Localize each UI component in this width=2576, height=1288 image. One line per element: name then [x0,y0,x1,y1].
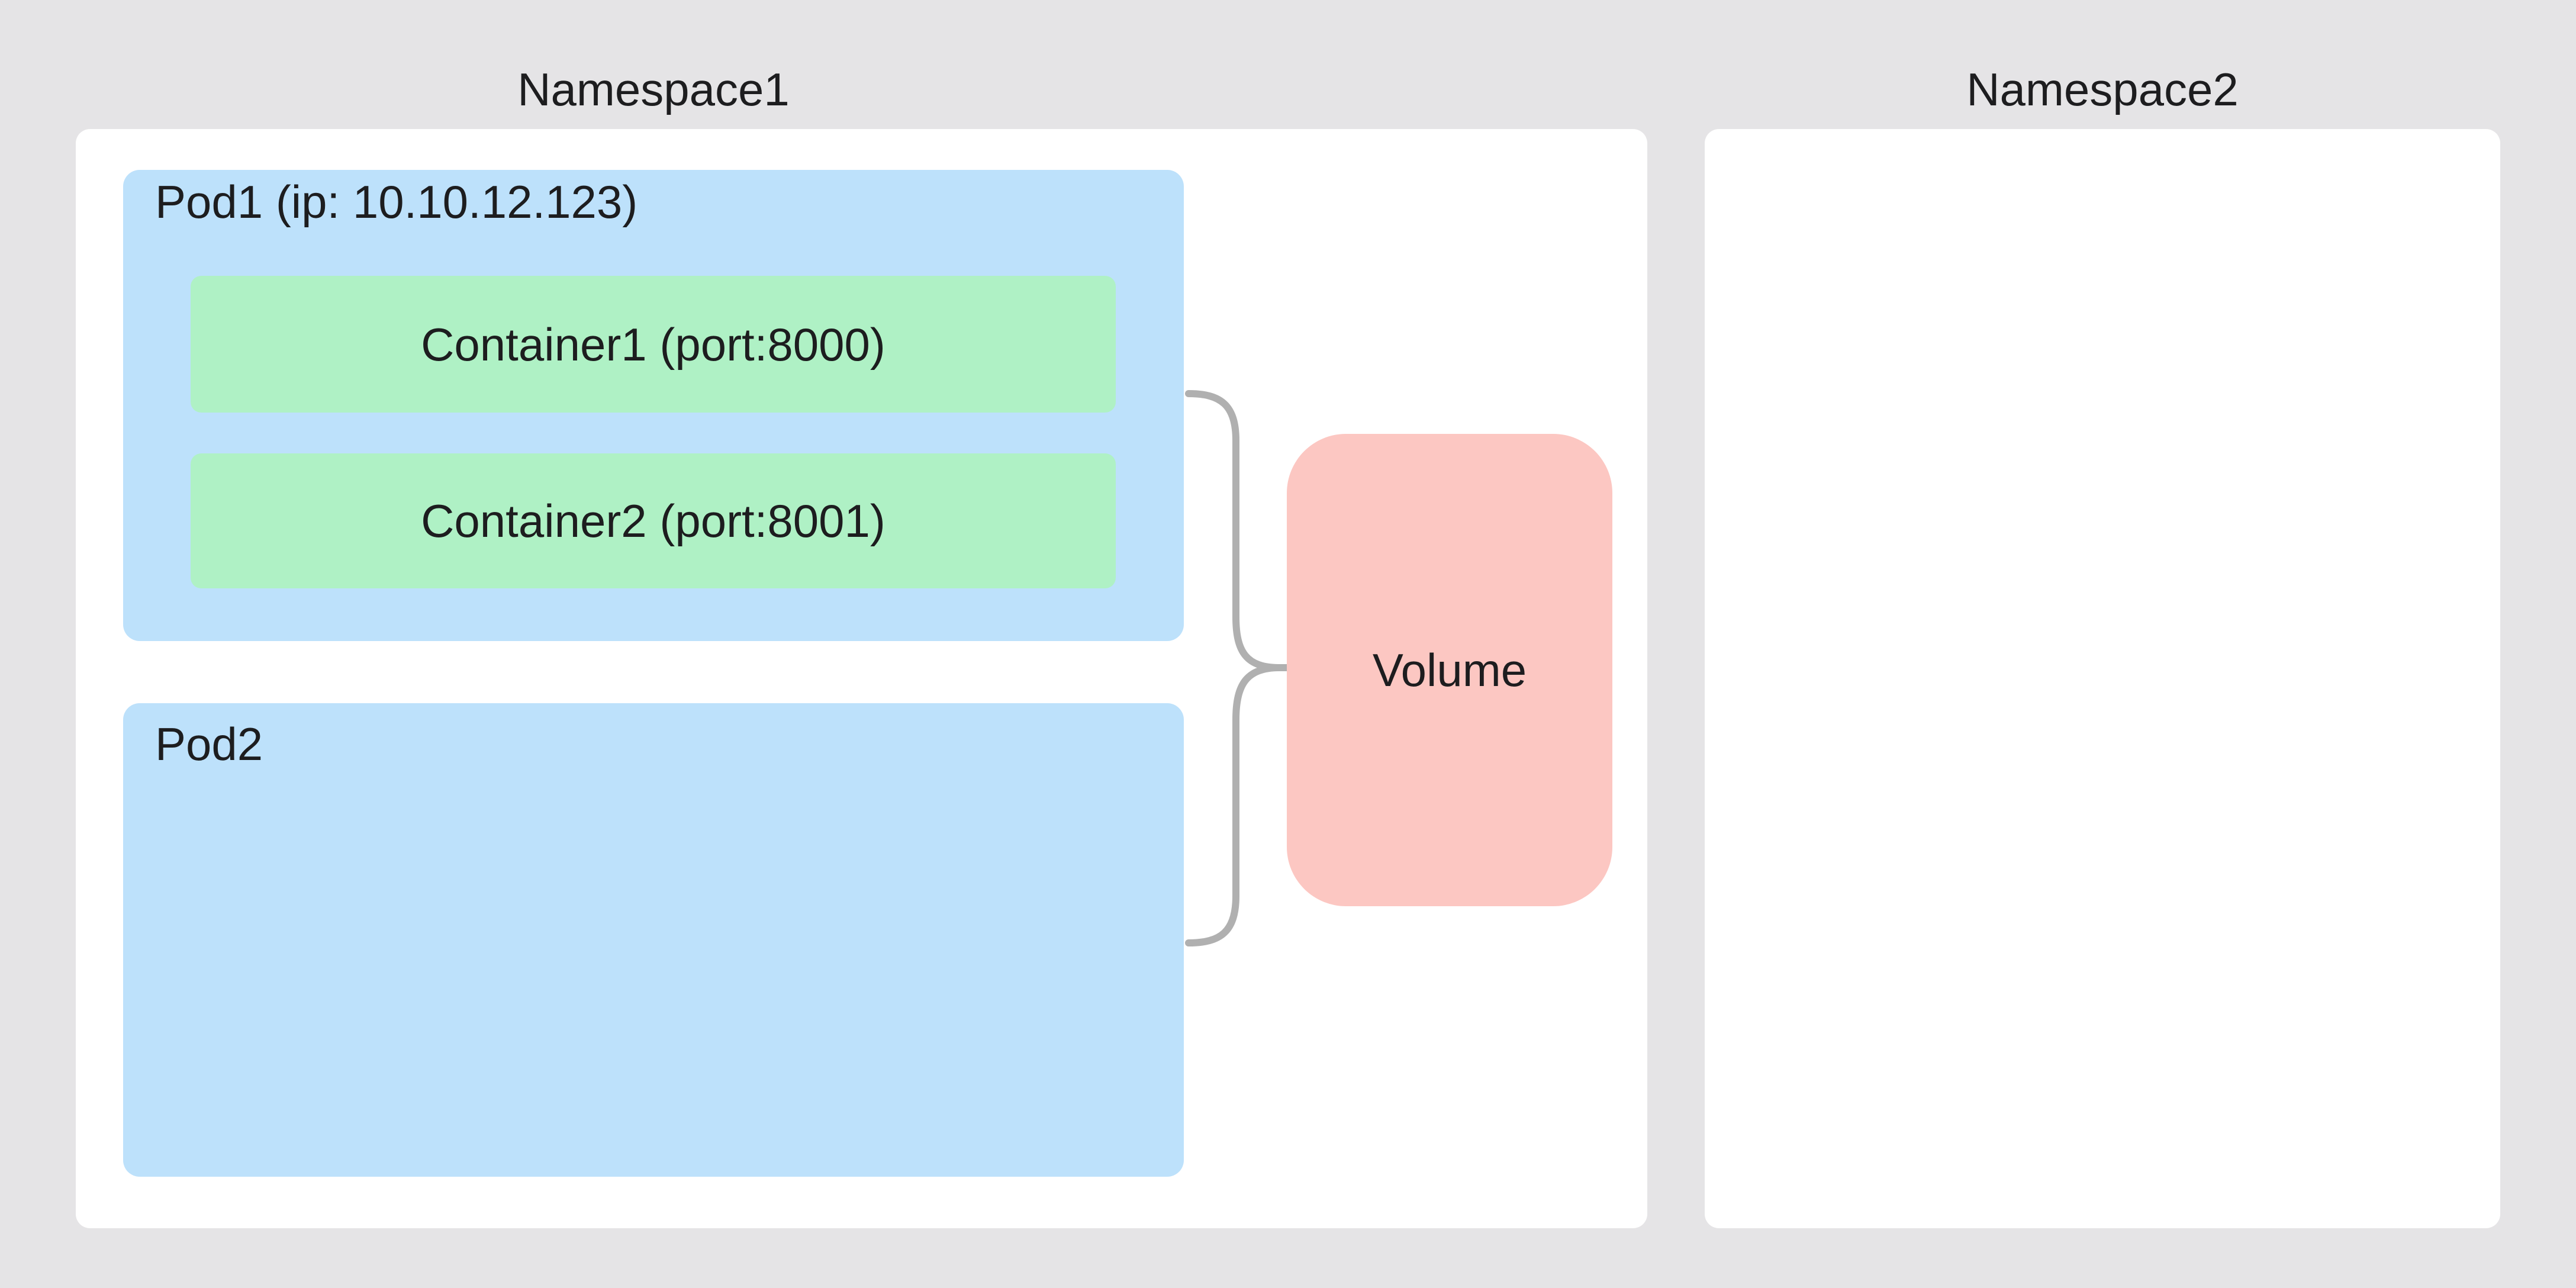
pod1-label: Pod1 (ip: 10.10.12.123) [155,176,638,228]
container2-box: Container2 (port:8001) [191,453,1116,588]
namespace2-panel [1705,129,2500,1228]
pod2-box [123,703,1184,1177]
namespace1-title: Namespace1 [517,63,790,115]
volume-box: Volume [1287,434,1612,906]
namespace2-title: Namespace2 [1966,63,2239,115]
pod2-label: Pod2 [155,718,263,770]
container1-box: Container1 (port:8000) [191,276,1116,413]
